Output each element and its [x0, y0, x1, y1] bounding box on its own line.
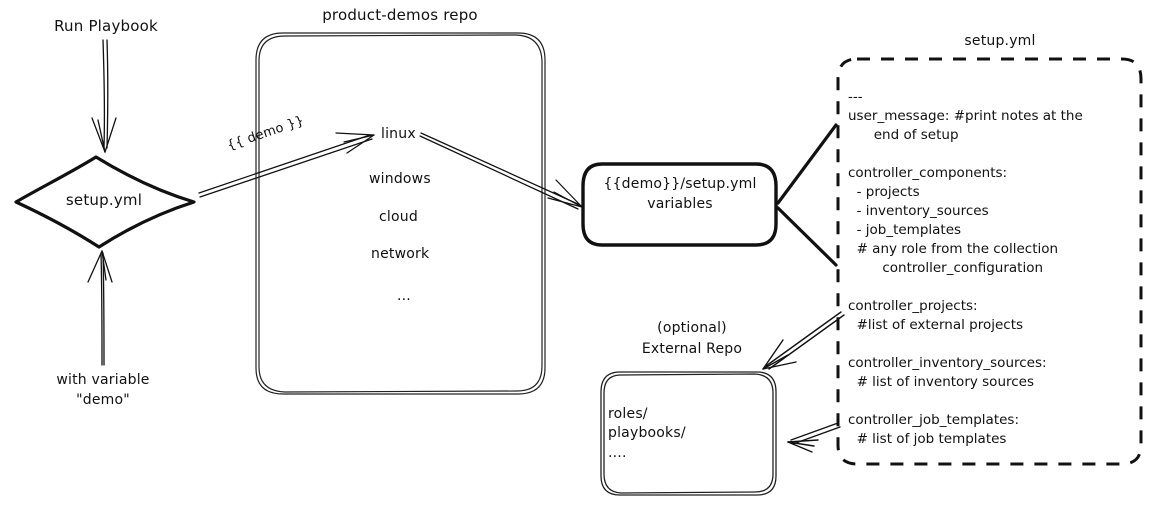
setup-yml-decision-shape — [14, 155, 196, 249]
external-repo-line-ellipsis: .... — [608, 445, 627, 461]
external-repo-line-roles: roles/ — [608, 406, 648, 422]
variables-box-line1: {{demo}}/setup.yml — [603, 176, 757, 192]
setup-yml-line-2: end of setup — [848, 127, 959, 143]
external-repo-shape — [600, 371, 777, 496]
setup-yml-line-17: controller_job_templates: — [848, 412, 1020, 428]
repo-item-cloud: cloud — [379, 209, 418, 225]
repo-item-network: network — [371, 246, 430, 262]
repo-item-windows: windows — [369, 171, 431, 187]
connector-setupyml-to-variables — [776, 123, 838, 267]
with-variable-label-line2: "demo" — [76, 392, 130, 408]
setup-yml-line-1: user_message: #print notes at the — [848, 108, 1083, 124]
variables-box-line2: variables — [647, 196, 713, 212]
setup-yml-decision-label: setup.yml — [65, 191, 143, 209]
setup-yml-line-0: --- — [848, 89, 863, 105]
repo-item-linux: linux — [381, 126, 416, 142]
arrow-job-templates-to-external-repo — [787, 422, 841, 453]
setup-yml-line-8: # any role from the collection — [848, 241, 1059, 257]
arrow-projects-to-external-repo — [762, 311, 845, 370]
external-repo-title-line1: (optional) — [657, 320, 727, 336]
setup-yml-line-11: controller_projects: — [848, 298, 978, 314]
product-demos-repo-title: product-demos repo — [322, 6, 478, 24]
setup-yml-line-6: - inventory_sources — [848, 203, 989, 219]
with-variable-label-line1: with variable — [56, 372, 150, 388]
repo-item-ellipsis: ... — [397, 288, 411, 304]
setup-yml-line-5: - projects — [848, 184, 920, 200]
arrow-run-playbook-to-setup — [91, 39, 117, 153]
setup-yml-line-15: # list of inventory sources — [848, 374, 1035, 390]
setup-yml-line-12: #list of external projects — [848, 317, 1024, 333]
setup-yml-box-content: --- user_message: #print notes at the en… — [848, 88, 1083, 449]
setup-yml-line-14: controller_inventory_sources: — [848, 355, 1047, 371]
setup-yml-line-9: controller_configuration — [848, 260, 1044, 276]
arrow-linux-to-variables — [419, 132, 583, 210]
setup-yml-box-title: setup.yml — [964, 33, 1036, 49]
arrow-with-variable-to-setup — [87, 250, 113, 366]
setup-yml-line-4: controller_components: — [848, 165, 1008, 181]
external-repo-title-line2: External Repo — [641, 341, 743, 357]
run-playbook-label: Run Playbook — [54, 17, 158, 35]
product-demos-repo-shape — [255, 32, 546, 395]
setup-yml-line-18: # list of job templates — [848, 431, 1007, 447]
arrow-setup-to-linux — [198, 132, 375, 198]
variables-box-shape — [581, 162, 778, 247]
external-repo-line-playbooks: playbooks/ — [608, 425, 686, 441]
setup-yml-line-7: - job_templates — [848, 222, 962, 238]
